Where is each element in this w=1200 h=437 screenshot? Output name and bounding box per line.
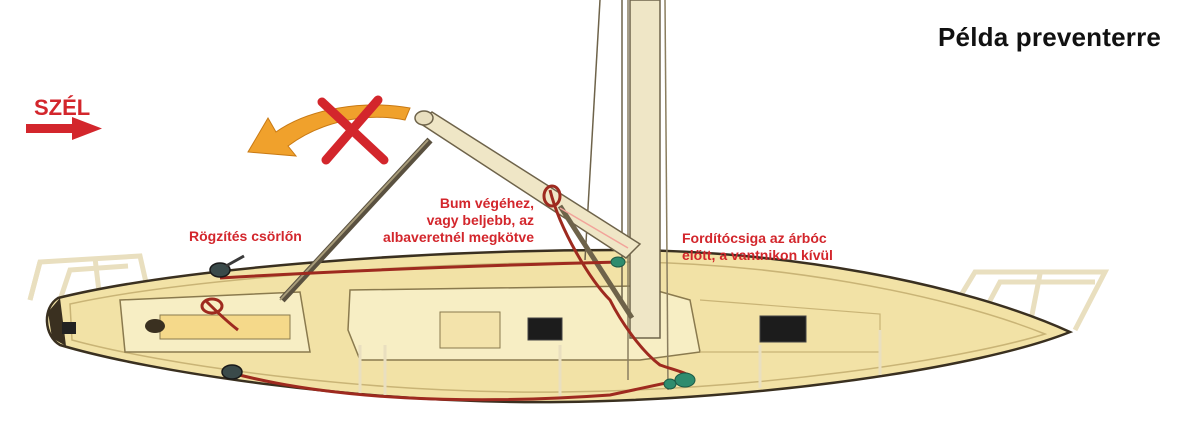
winch-label: Rögzítés csörlőn (189, 228, 302, 244)
stern-hatch (62, 322, 76, 334)
transom (48, 298, 66, 346)
boom-end (414, 110, 434, 126)
boom-end-label-line-2: vagy beljebb, az (426, 212, 534, 228)
turning-block (610, 256, 696, 390)
steering-pedestal (145, 319, 165, 333)
mast (629, 0, 661, 339)
stanchions (358, 330, 882, 400)
preventer-line (203, 189, 694, 402)
wind-label: SZÉL (34, 95, 91, 120)
turning-block-label: Fordítócsiga az árbóc előtt, a vantnikon… (682, 230, 833, 264)
companionway-hatch (439, 311, 501, 349)
page-title: Példa preventerre (938, 22, 1162, 52)
boom-end-label-line-1: Bum végéhez, (439, 195, 534, 211)
arrow-right-icon (26, 117, 102, 140)
turning-block-label-line-2: előtt, a vantnikon kívül (682, 247, 833, 263)
x-mark-icon (317, 95, 389, 165)
coiled-line-cockpit (200, 297, 224, 315)
winch-starboard (221, 364, 243, 380)
foredeck-hatch (759, 315, 807, 343)
boom-end-label-line-3: albaveretnél megkötve (383, 229, 534, 245)
reef-line (559, 207, 629, 249)
boom-lashing (542, 184, 562, 208)
turning-block-label-line-1: Fordítócsiga az árbóc (682, 230, 827, 246)
boom-end-label: Bum végéhez, vagy beljebb, az albaveretn… (360, 195, 534, 246)
forward-hatch (527, 317, 563, 341)
winch-port (209, 254, 245, 278)
shroud-3 (664, 0, 669, 391)
